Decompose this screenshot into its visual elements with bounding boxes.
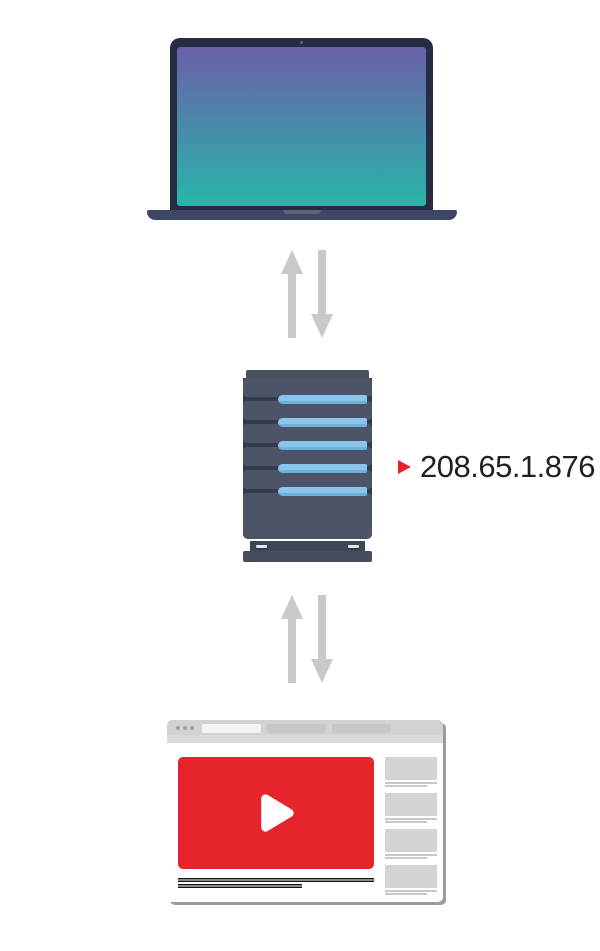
ip-address-callout: 208.65.1.876 xyxy=(398,449,596,484)
server-plinth xyxy=(243,551,372,562)
laptop-base-notch xyxy=(283,210,321,214)
down-arrow-shaft xyxy=(318,250,326,314)
browser-titlebar xyxy=(167,720,443,743)
down-arrow-icon xyxy=(311,595,333,683)
server-feet xyxy=(250,541,365,551)
server-top-cap xyxy=(246,370,369,378)
text-line-placeholder xyxy=(385,821,427,823)
video-thumbnail-placeholder xyxy=(385,793,437,816)
server-handle-right xyxy=(348,545,359,548)
text-line-placeholder xyxy=(385,857,427,859)
server-rack-bar xyxy=(278,440,367,450)
server-drawer xyxy=(243,401,372,420)
laptop-base xyxy=(147,210,457,220)
up-arrow-icon xyxy=(281,595,303,683)
text-line-placeholder xyxy=(385,785,427,787)
related-video-item xyxy=(385,865,437,895)
down-arrow-shaft xyxy=(318,595,326,659)
server-rack-bar xyxy=(278,463,367,473)
window-dot-icon xyxy=(176,726,180,730)
server-rack-bar xyxy=(278,417,367,427)
video-thumbnail-placeholder xyxy=(385,757,437,780)
up-arrow-shaft xyxy=(288,619,296,683)
down-arrow-head xyxy=(311,659,333,683)
browser-tab xyxy=(267,724,326,733)
server-drawer xyxy=(243,447,372,466)
down-arrow-icon xyxy=(311,250,333,338)
text-line-placeholder xyxy=(385,893,427,895)
laptop-screen-bezel xyxy=(170,38,433,212)
text-line-placeholder xyxy=(385,782,437,784)
server-illustration xyxy=(243,370,372,562)
video-thumbnail-placeholder xyxy=(385,865,437,888)
server-handle-left xyxy=(256,545,267,548)
server-drawer xyxy=(243,470,372,489)
server-website-arrows xyxy=(281,595,333,683)
up-arrow-head xyxy=(281,595,303,619)
server-body xyxy=(243,378,372,539)
up-arrow-shaft xyxy=(288,274,296,338)
text-line-placeholder xyxy=(385,890,437,892)
browser-tab-active xyxy=(202,724,261,733)
window-dot-icon xyxy=(183,726,187,730)
server-rack-bar xyxy=(278,486,367,496)
video-title-placeholder xyxy=(178,878,374,882)
video-subtitle-placeholder xyxy=(178,884,302,888)
webcam-dot-icon xyxy=(300,41,303,44)
window-control-dots xyxy=(176,726,194,730)
up-arrow-head xyxy=(281,250,303,274)
browser-tabs xyxy=(202,724,391,733)
text-line-placeholder xyxy=(385,818,437,820)
ip-address-label: 208.65.1.876 xyxy=(420,449,596,484)
laptop-screen-display xyxy=(177,47,426,206)
server-drawer xyxy=(243,378,372,397)
browser-tab xyxy=(332,724,391,733)
video-thumbnail-placeholder xyxy=(385,829,437,852)
browser-window xyxy=(167,720,443,902)
red-triangle-pointer-icon xyxy=(398,459,411,474)
related-video-item xyxy=(385,793,437,823)
up-arrow-icon xyxy=(281,250,303,338)
server-drawer xyxy=(243,424,372,443)
window-dot-icon xyxy=(190,726,194,730)
play-icon xyxy=(261,794,294,832)
video-player xyxy=(178,757,374,869)
related-video-item xyxy=(385,757,437,787)
server-bottom-section xyxy=(243,493,372,539)
down-arrow-head xyxy=(311,314,333,338)
text-line-placeholder xyxy=(385,854,437,856)
server-rack-bar xyxy=(278,394,367,404)
related-videos-sidebar xyxy=(385,757,437,901)
browser-content xyxy=(167,743,443,902)
related-video-item xyxy=(385,829,437,859)
laptop-server-arrows xyxy=(281,250,333,338)
